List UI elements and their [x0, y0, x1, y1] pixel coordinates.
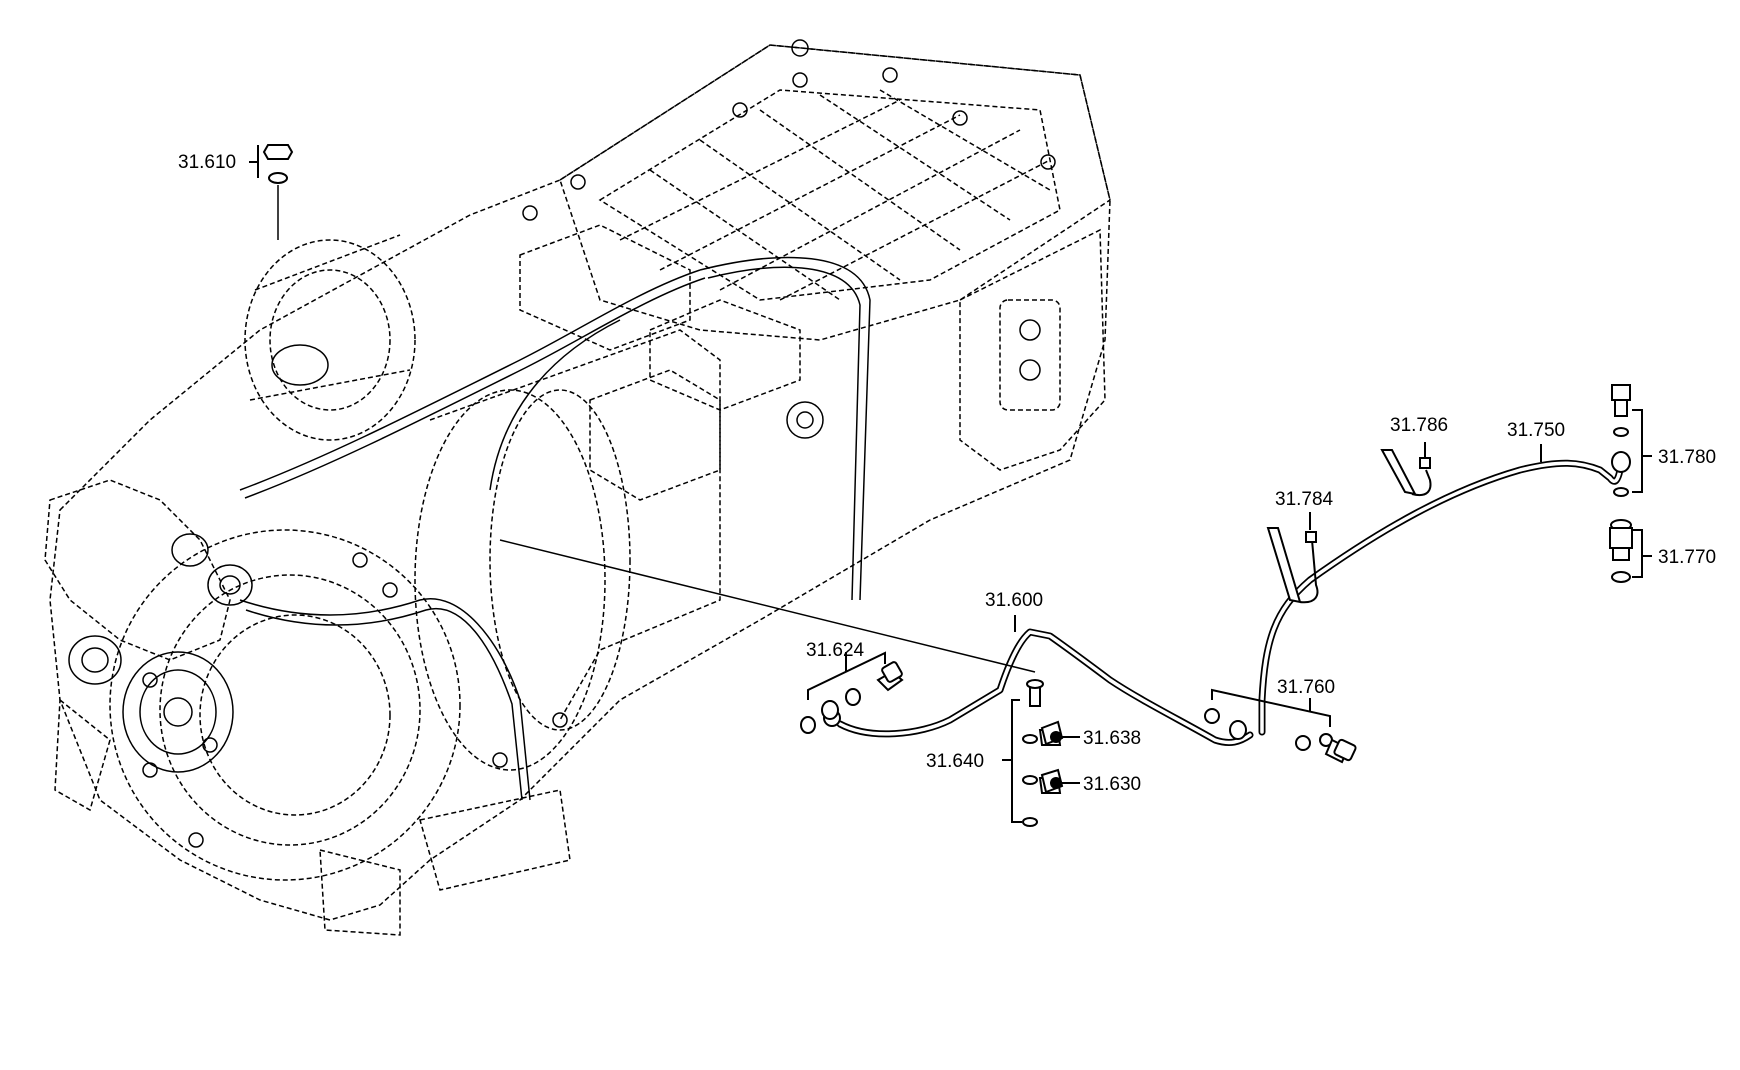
transmission-assembly	[44, 39, 1111, 936]
leader-line-port	[499, 539, 1036, 673]
label-31-638[interactable]: 31.638	[1083, 728, 1141, 749]
banjo-bolt-31-624[interactable]	[800, 661, 904, 734]
clamp-31-630[interactable]	[1040, 768, 1064, 794]
clamp-31-638[interactable]	[1040, 720, 1064, 746]
label-31-600[interactable]: 31.600	[985, 590, 1043, 611]
banjo-bolt-31-780[interactable]	[1611, 384, 1631, 497]
bracket-31-640	[1002, 699, 1022, 823]
pipe-31-750[interactable]	[1258, 452, 1626, 736]
bracket-31-624	[807, 651, 886, 700]
fitting-31-770[interactable]	[1609, 519, 1633, 583]
label-31-610[interactable]: 31.610	[178, 152, 236, 173]
label-31-624[interactable]: 31.624	[806, 640, 865, 661]
plug-31-610[interactable]	[262, 144, 294, 184]
clip-assembly-31-640[interactable]	[1022, 679, 1062, 827]
label-31-770[interactable]: 31.770	[1658, 547, 1716, 568]
hose-clip-31-786[interactable]	[1380, 449, 1432, 496]
label-31-750[interactable]: 31.750	[1507, 420, 1565, 441]
banjo-bolt-31-760[interactable]	[1204, 708, 1357, 764]
bracket-31-780	[1632, 409, 1652, 493]
label-31-784[interactable]: 31.784	[1275, 489, 1334, 510]
label-31-630[interactable]: 31.630	[1083, 774, 1141, 795]
bracket-31-760	[1211, 688, 1331, 727]
label-31-640[interactable]: 31.640	[926, 751, 984, 772]
label-31-786[interactable]: 31.786	[1390, 415, 1448, 436]
label-31-780[interactable]: 31.780	[1658, 447, 1716, 468]
label-31-760[interactable]: 31.760	[1277, 677, 1335, 698]
bracket-31-770	[1632, 529, 1652, 578]
bracket-31-610	[249, 145, 259, 178]
hose-clip-31-784[interactable]	[1266, 527, 1319, 604]
